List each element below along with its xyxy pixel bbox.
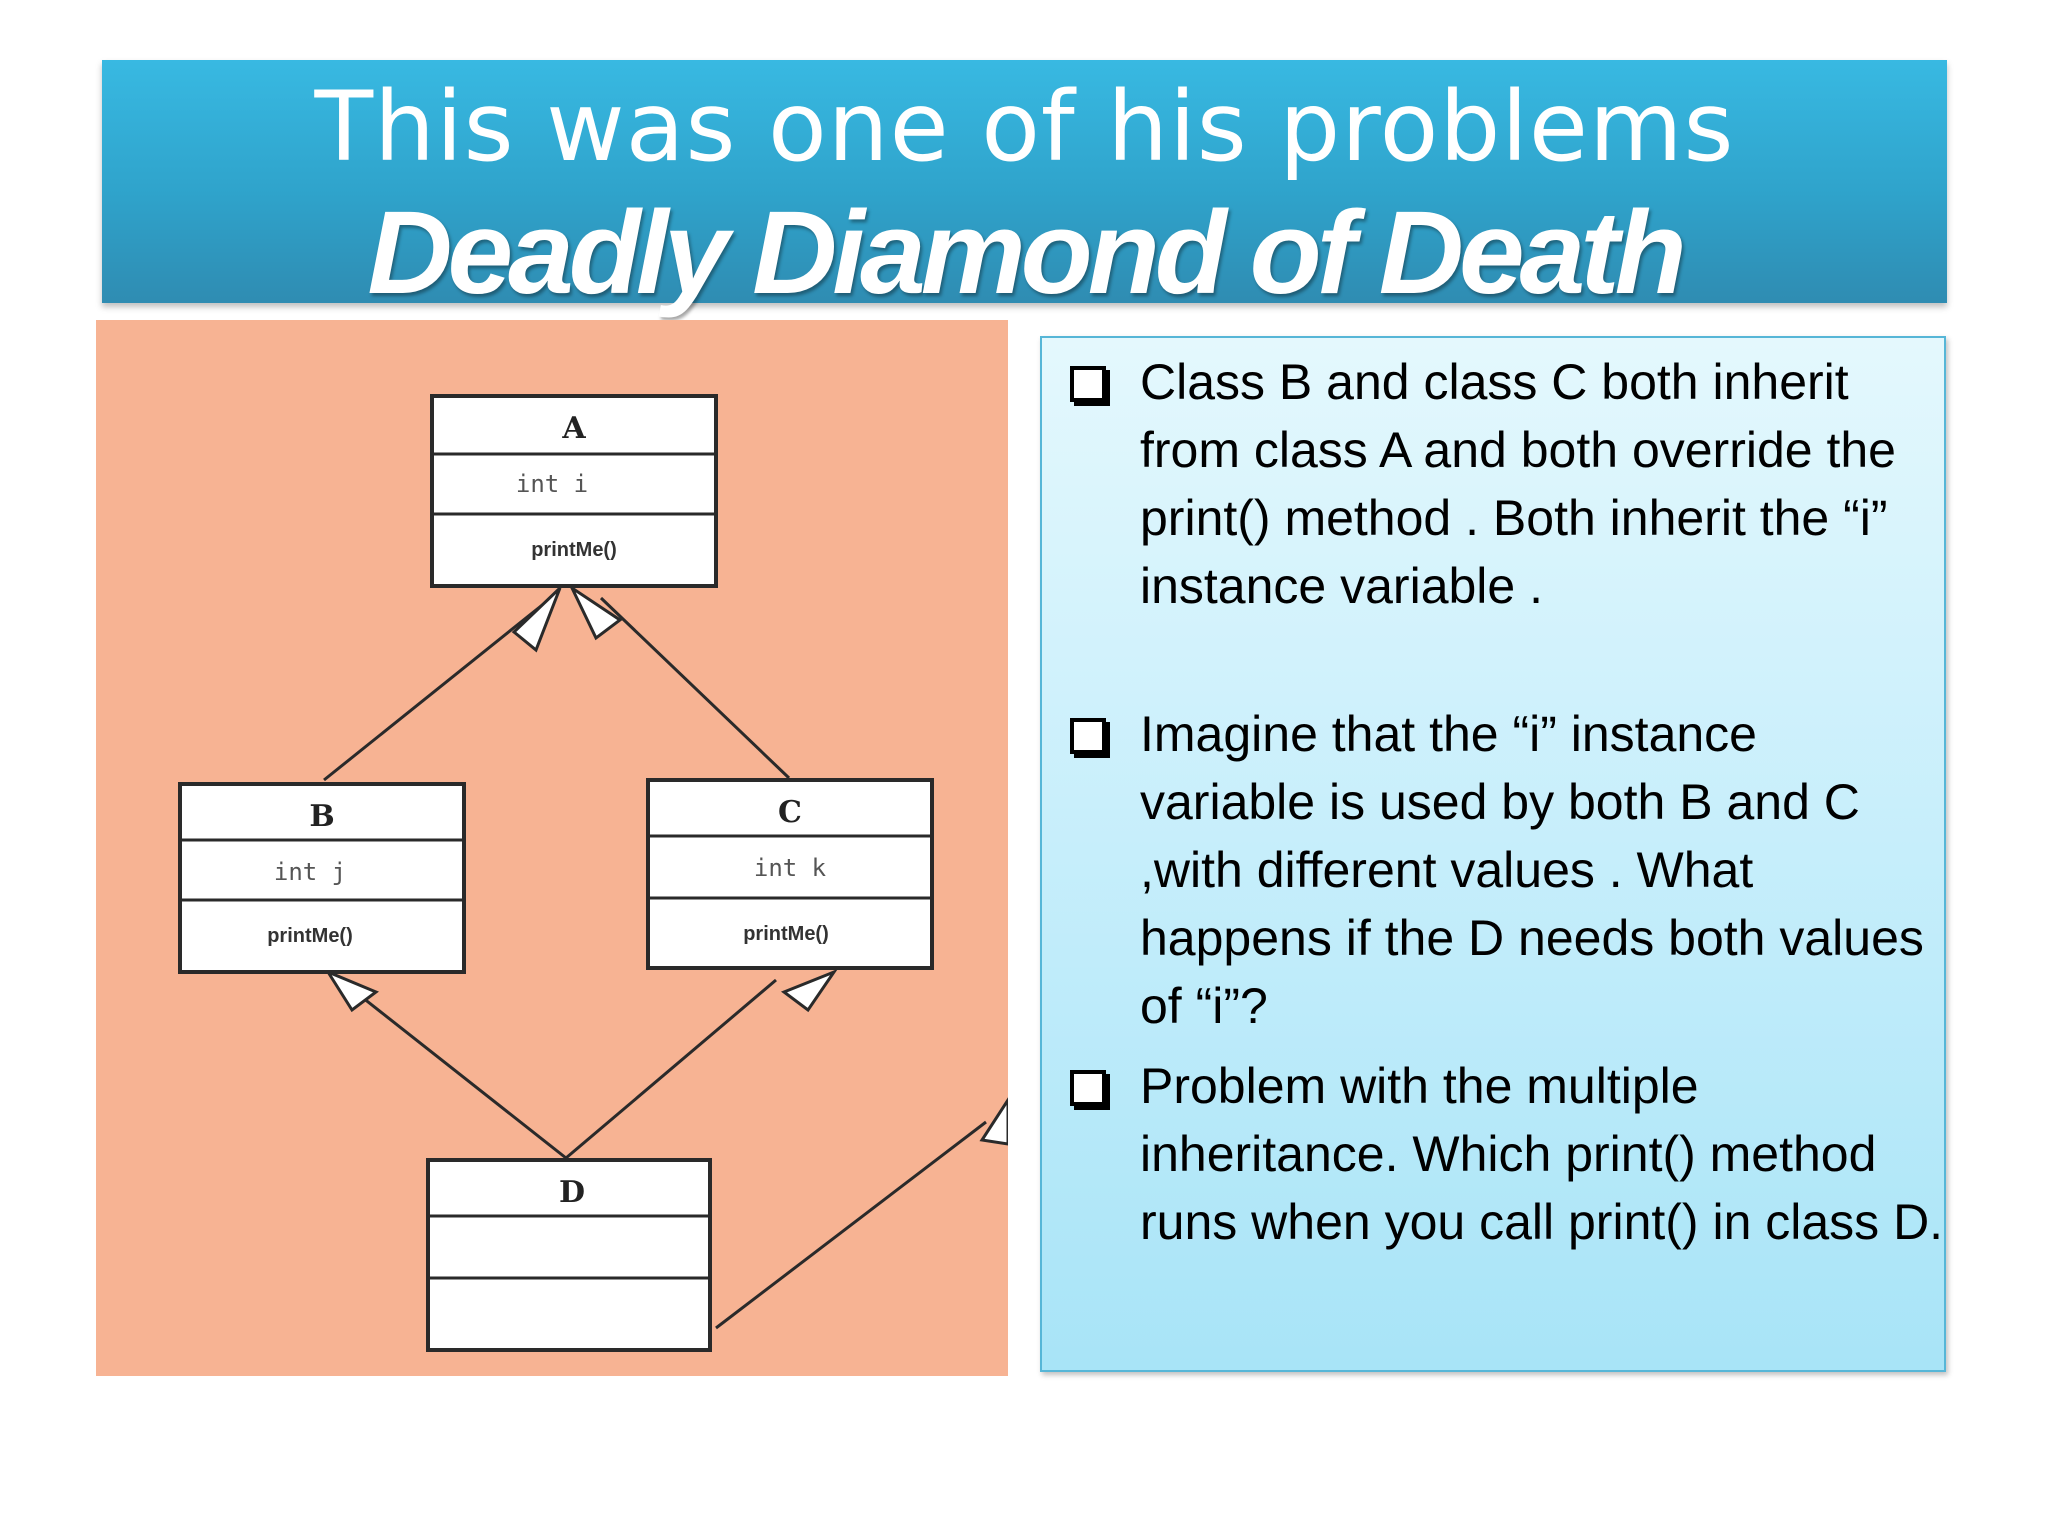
slide-title: This was one of his problems <box>314 71 1735 183</box>
bullet-text: Imagine that the “i” instance variable i… <box>1140 706 1924 1034</box>
uml-class-a: A int i printMe() <box>430 394 718 588</box>
class-d-name: D <box>559 1175 585 1210</box>
class-a-method: printMe() <box>531 539 617 561</box>
uml-class-b: B int j printMe() <box>178 782 466 974</box>
checkbox-outline-icon <box>1070 718 1106 754</box>
bullet-item: Problem with the multiple inheritance. W… <box>1064 1052 1944 1256</box>
slide-subtitle: Deadly Diamond of Death <box>367 187 1686 319</box>
bullet-item: Imagine that the “i” instance variable i… <box>1064 700 1944 1040</box>
uml-diamond-diagram: A int i printMe() B int j printMe() C in… <box>96 320 1008 1376</box>
class-c-attribute: int k <box>754 854 827 882</box>
arrowhead-b <box>324 968 379 1013</box>
class-b-method: printMe() <box>267 925 353 947</box>
edge-d-to-b <box>357 992 567 1160</box>
edge-d-to-c <box>565 978 777 1160</box>
class-b-attribute: int j <box>274 858 346 886</box>
arrowhead-a-left <box>511 586 562 653</box>
class-a-name: A <box>561 411 586 446</box>
edge-d-offscreen <box>715 1120 987 1330</box>
arrowhead-c <box>780 968 839 1013</box>
arrowhead-offscreen <box>979 1097 1008 1146</box>
class-b-name: B <box>309 799 334 834</box>
uml-class-d: D <box>426 1158 712 1352</box>
uml-class-c: C int k printMe() <box>646 778 934 970</box>
bullet-text: Class B and class C both inherit from cl… <box>1140 354 1896 614</box>
bullet-item: Class B and class C both inherit from cl… <box>1064 348 1944 620</box>
edge-c-to-a <box>599 596 791 780</box>
class-a-attribute: int i <box>516 470 588 498</box>
arrowhead-a-right <box>568 583 623 641</box>
uml-diagram-svg: A int i printMe() B int j printMe() C in… <box>178 394 1008 1352</box>
checkbox-outline-icon <box>1070 366 1106 402</box>
bullet-text: Problem with the multiple inheritance. W… <box>1140 1058 1944 1250</box>
class-c-method: printMe() <box>743 923 829 945</box>
edge-b-to-a <box>323 596 552 782</box>
class-c-name: C <box>778 795 802 830</box>
explanation-textbox: Class B and class C both inherit from cl… <box>1040 336 1946 1372</box>
checkbox-outline-icon <box>1070 1070 1106 1106</box>
slide-header: This was one of his problems Deadly Diam… <box>102 60 1947 318</box>
